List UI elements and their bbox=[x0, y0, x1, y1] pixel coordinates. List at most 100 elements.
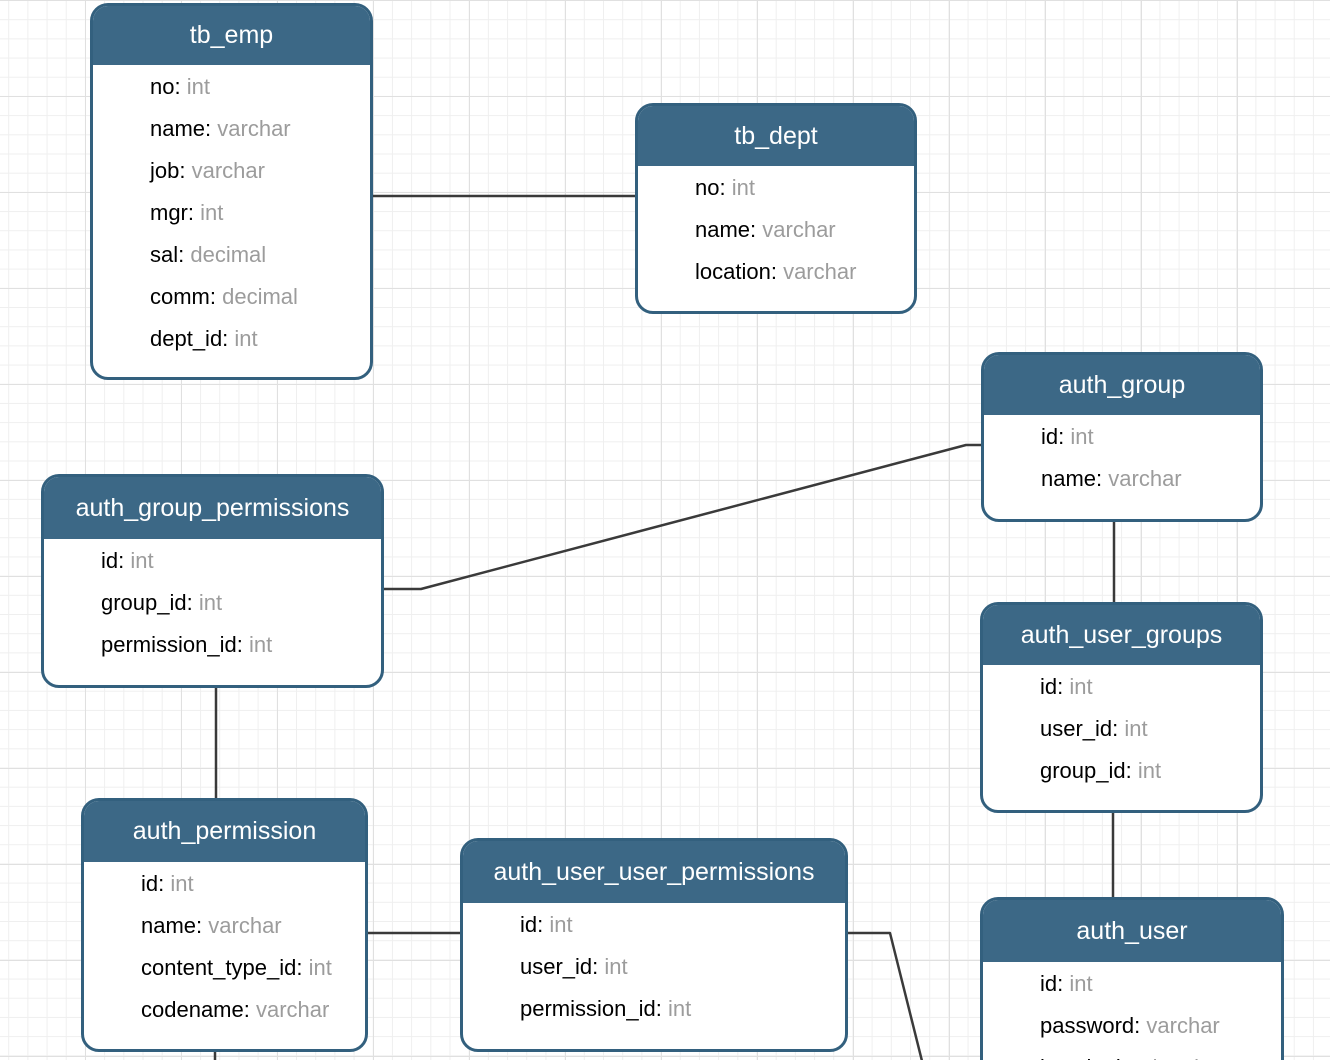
field-type: int bbox=[1118, 716, 1148, 741]
field-name: id: bbox=[520, 912, 544, 937]
table-title[interactable]: auth_group bbox=[984, 355, 1260, 415]
field-row-group_id[interactable]: group_id: int bbox=[983, 750, 1260, 792]
field-row-permission_id[interactable]: permission_id: int bbox=[44, 624, 381, 666]
field-row-no[interactable]: no: int bbox=[638, 167, 914, 209]
field-name: content_type_id: bbox=[141, 955, 303, 980]
field-name: group_id: bbox=[1040, 758, 1132, 783]
field-type: varchar bbox=[1140, 1013, 1220, 1038]
table-title[interactable]: tb_dept bbox=[638, 106, 914, 166]
field-row-location[interactable]: location: varchar bbox=[638, 251, 914, 293]
field-type: int bbox=[543, 912, 573, 937]
field-type: int bbox=[1064, 424, 1094, 449]
field-row-name[interactable]: name: varchar bbox=[984, 458, 1260, 500]
connector-auth_user_user_permissions-to-offscreen_bottom[interactable] bbox=[848, 931, 924, 1060]
field-row-name[interactable]: name: varchar bbox=[638, 209, 914, 251]
field-name: user_id: bbox=[520, 954, 599, 979]
field-type: int bbox=[242, 632, 273, 657]
table-title[interactable]: auth_group_permissions bbox=[44, 477, 381, 539]
field-row-id[interactable]: id: int bbox=[983, 666, 1260, 708]
field-type: int bbox=[194, 200, 224, 225]
field-row-dept_id[interactable]: dept_id: int bbox=[93, 318, 370, 360]
field-type: int bbox=[228, 326, 258, 351]
field-type: int bbox=[180, 74, 210, 99]
field-type: varchar bbox=[1102, 466, 1182, 491]
field-name: name: bbox=[695, 217, 757, 242]
field-row-id[interactable]: id: int bbox=[983, 963, 1281, 1005]
field-type: datetime bbox=[1139, 1055, 1229, 1060]
field-name: password: bbox=[1040, 1013, 1141, 1038]
field-row-sal[interactable]: sal: decimal bbox=[93, 234, 370, 276]
field-row-password[interactable]: password: varchar bbox=[983, 1005, 1281, 1047]
field-name: id: bbox=[141, 871, 165, 896]
field-type: int bbox=[192, 590, 223, 615]
field-row-content_type_id[interactable]: content_type_id: int bbox=[84, 947, 365, 989]
field-type: decimal bbox=[216, 284, 298, 309]
field-name: sal: bbox=[150, 242, 185, 267]
table-title[interactable]: auth_user_user_permissions bbox=[463, 841, 845, 903]
field-type: varchar bbox=[249, 997, 330, 1022]
field-row-id[interactable]: id: int bbox=[463, 904, 845, 946]
field-type: int bbox=[1063, 971, 1093, 996]
field-name: name: bbox=[141, 913, 203, 938]
field-row-permission_id[interactable]: permission_id: int bbox=[463, 988, 845, 1030]
field-name: last_login: bbox=[1040, 1055, 1139, 1060]
field-row-user_id[interactable]: user_id: int bbox=[463, 946, 845, 988]
field-name: mgr: bbox=[150, 200, 194, 225]
field-name: location: bbox=[695, 259, 777, 284]
field-row-user_id[interactable]: user_id: int bbox=[983, 708, 1260, 750]
field-name: dept_id: bbox=[150, 326, 229, 351]
field-name: comm: bbox=[150, 284, 216, 309]
table-title[interactable]: auth_permission bbox=[84, 801, 365, 862]
field-name: no: bbox=[695, 175, 726, 200]
field-type: int bbox=[164, 871, 194, 896]
field-name: permission_id: bbox=[101, 632, 243, 657]
field-row-job[interactable]: job: varchar bbox=[93, 150, 370, 192]
field-type: int bbox=[725, 175, 755, 200]
field-name: group_id: bbox=[101, 590, 193, 615]
field-type: int bbox=[124, 548, 154, 573]
field-row-id[interactable]: id: int bbox=[44, 540, 381, 582]
field-row-no[interactable]: no: int bbox=[93, 66, 370, 108]
field-row-group_id[interactable]: group_id: int bbox=[44, 582, 381, 624]
field-name: id: bbox=[1041, 424, 1065, 449]
field-row-id[interactable]: id: int bbox=[984, 416, 1260, 458]
table-title[interactable]: auth_user_groups bbox=[983, 605, 1260, 665]
field-name: job: bbox=[150, 158, 186, 183]
connector-auth_group_permissions-to-auth_group[interactable] bbox=[384, 443, 981, 591]
field-type: varchar bbox=[202, 913, 282, 938]
field-row-name[interactable]: name: varchar bbox=[84, 905, 365, 947]
field-name: id: bbox=[1040, 674, 1064, 699]
field-type: int bbox=[661, 996, 692, 1021]
table-title[interactable]: auth_user bbox=[983, 900, 1281, 962]
table-title[interactable]: tb_emp bbox=[93, 6, 370, 65]
field-row-name[interactable]: name: varchar bbox=[93, 108, 370, 150]
field-row-mgr[interactable]: mgr: int bbox=[93, 192, 370, 234]
field-name: user_id: bbox=[1040, 716, 1119, 741]
field-row-comm[interactable]: comm: decimal bbox=[93, 276, 370, 318]
field-row-codename[interactable]: codename: varchar bbox=[84, 989, 365, 1031]
field-type: int bbox=[302, 955, 332, 980]
field-row-id[interactable]: id: int bbox=[84, 863, 365, 905]
field-type: varchar bbox=[211, 116, 291, 141]
field-type: decimal bbox=[184, 242, 267, 267]
field-row-last_login[interactable]: last_login: datetime bbox=[983, 1047, 1281, 1060]
